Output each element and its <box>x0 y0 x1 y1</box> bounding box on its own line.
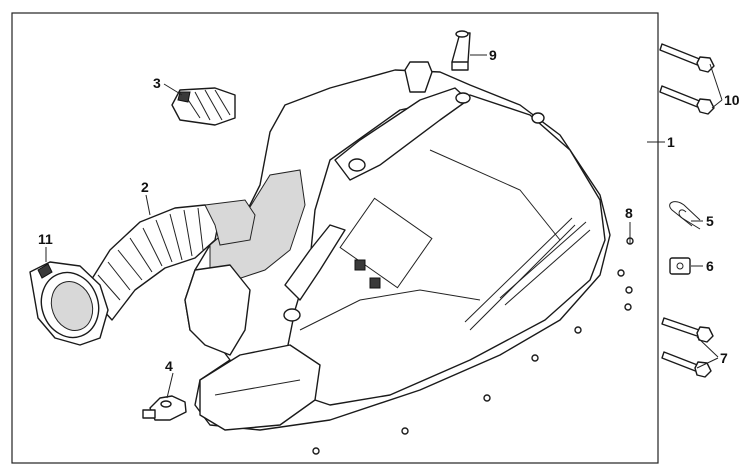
spring-clip <box>669 201 701 230</box>
screw <box>401 427 409 435</box>
breather-hose <box>451 30 471 71</box>
clip-nut <box>669 257 691 275</box>
screw <box>574 326 582 334</box>
callout-11: 11 <box>38 231 53 247</box>
flange-bolts-top <box>659 43 715 115</box>
callout-4: 4 <box>165 358 173 374</box>
screw <box>624 303 632 311</box>
screw <box>312 447 320 455</box>
callout-9: 9 <box>489 47 497 63</box>
rubber-grommet <box>171 87 236 126</box>
duct-flange-clamp <box>29 261 109 346</box>
screw <box>483 394 491 402</box>
callout-6: 6 <box>706 258 714 274</box>
screw <box>617 269 625 277</box>
screw <box>531 354 539 362</box>
flange-bolts-bottom <box>661 317 714 378</box>
callout-1: 1 <box>667 134 675 150</box>
callout-7: 7 <box>720 350 728 366</box>
screws-group <box>312 232 634 455</box>
callout-10: 10 <box>724 92 740 108</box>
callout-5: 5 <box>706 213 714 229</box>
screw <box>625 286 633 294</box>
callout-2: 2 <box>141 179 149 195</box>
screw <box>626 232 634 245</box>
intake-duct <box>84 199 256 321</box>
diagram-frame <box>11 12 659 464</box>
callout-3: 3 <box>153 75 161 91</box>
drain-plug <box>142 395 187 421</box>
leader-lines <box>45 54 723 399</box>
callout-8: 8 <box>625 205 633 221</box>
air-filter-housing <box>184 61 611 431</box>
